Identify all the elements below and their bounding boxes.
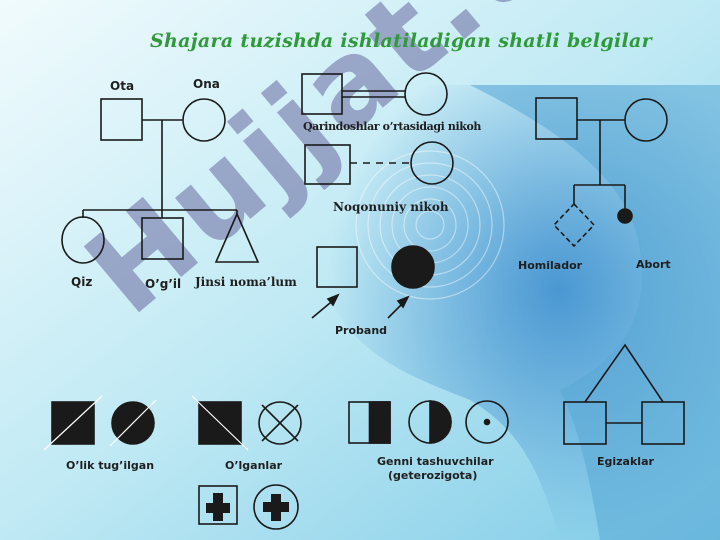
affected-circle-cross: [253, 484, 299, 530]
label-qiz: Qiz: [71, 275, 93, 289]
illegitimate-marriage: [304, 141, 454, 185]
family-group: [61, 98, 260, 264]
proband-square: [316, 246, 358, 288]
deceased-group: [191, 395, 302, 530]
deceased-circle: [258, 401, 302, 445]
pregnancy-diamond: [552, 202, 596, 248]
label-egizaklar: Egizaklar: [597, 455, 654, 468]
deceased-square-slash: [191, 395, 249, 451]
son-square: [141, 217, 184, 260]
twins-lines: [584, 343, 664, 403]
daughter-circle: [61, 216, 105, 264]
plus-icon: [206, 493, 230, 521]
label-abort: Abort: [636, 258, 671, 271]
proband-arrowhead-2: [396, 295, 410, 309]
label-olganlar: O’lganlar: [225, 459, 283, 472]
label-jinsi: Jinsi noma’lum: [195, 275, 297, 289]
illegitimate-square: [304, 144, 351, 185]
unknown-sex-triangle: [214, 212, 260, 263]
consanguineous-marriage: [301, 72, 448, 116]
carrier-dot-circle: [465, 400, 509, 444]
carrier-group: [348, 400, 509, 444]
label-oliktugilgan: O’lik tug’ilgan: [66, 459, 155, 472]
proband-group: [311, 245, 435, 319]
label-noqonuniy: Noqonuniy nikoh: [333, 200, 449, 214]
proband-circle-filled: [391, 245, 435, 289]
stillborn-circle-slash: [109, 399, 157, 447]
pregnancy-abort-group: [535, 97, 668, 248]
twins-group: [563, 343, 685, 445]
label-genni-1: Genni tashuvchilar: [377, 455, 494, 468]
carrier-circle-half: [429, 400, 452, 444]
carrier-square-half: [368, 401, 391, 444]
consanguineous-circle: [404, 72, 448, 116]
abort-dot: [617, 208, 633, 224]
carrier-dot: [483, 418, 491, 426]
illegitimate-circle: [410, 141, 454, 185]
deceased-cross-2: [261, 404, 299, 442]
stillborn-group: [43, 395, 157, 451]
affected-square-cross: [198, 485, 238, 525]
proband-arrowhead-1: [326, 293, 340, 307]
stillborn-square-slash: [43, 395, 103, 451]
parent-circle: [624, 98, 668, 142]
label-ona: Ona: [193, 77, 220, 91]
label-homilador: Homilador: [518, 259, 583, 272]
label-proband: Proband: [335, 324, 388, 337]
mother-circle: [182, 98, 226, 142]
father-square: [100, 98, 143, 141]
label-ogil: O’g’il: [145, 277, 182, 291]
label-ota: Ota: [110, 79, 135, 93]
label-qarindosh: Qarindoshlar o’rtasidagi nikoh: [303, 120, 482, 133]
plus-icon: [263, 494, 289, 521]
twin-square-left: [563, 401, 607, 445]
page-title: Shajara tuzishda ishlatiladigan shatli b…: [150, 30, 652, 52]
twin-square-right: [641, 401, 685, 445]
parent-square: [535, 97, 578, 140]
consanguineous-square: [301, 73, 343, 115]
label-genni-2: (geterozigota): [388, 469, 478, 482]
